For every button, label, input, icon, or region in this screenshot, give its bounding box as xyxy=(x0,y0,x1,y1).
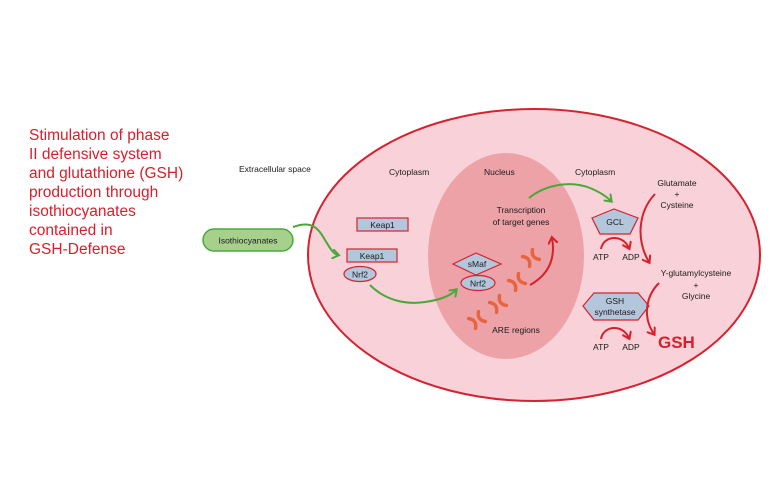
label-transcription-line1: Transcription xyxy=(497,205,546,215)
label-atp-2: ATP xyxy=(593,342,609,352)
gsh-synthetase-enzyme: GSH synthetase xyxy=(582,292,650,321)
gcl-enzyme: GCL xyxy=(591,208,639,235)
label-nucleus: Nucleus xyxy=(484,167,515,177)
nrf2-cytoplasm: Nrf2 xyxy=(343,265,377,283)
label-are-regions: ARE regions xyxy=(492,325,540,335)
chromosome-icon xyxy=(466,247,542,331)
label-atp-1: ATP xyxy=(593,252,609,262)
nrf2-nucleus: Nrf2 xyxy=(460,274,496,292)
smaf-node: sMaf xyxy=(451,252,503,276)
arrow-isothiocyanates-to-keap1 xyxy=(292,223,338,255)
title-line: production through xyxy=(29,184,159,201)
arrow-glutamylcysteine-to-gsh xyxy=(646,282,660,334)
label-transcription-line2: of target genes xyxy=(493,217,550,227)
smaf-label: sMaf xyxy=(468,259,487,269)
arrow-glutamate-to-glutamylcysteine xyxy=(639,193,656,262)
keap1-free: Keap1 xyxy=(356,217,409,232)
isothiocyanates-node: Isothiocyanates xyxy=(202,228,294,252)
arrow-transcription-to-gcl xyxy=(528,183,611,201)
label-extracellular-space: Extracellular space xyxy=(239,164,311,174)
isothiocyanates-label: Isothiocyanates xyxy=(218,236,277,246)
nrf2-nucleus-label: Nrf2 xyxy=(470,279,486,289)
label-plus-2: + xyxy=(694,280,699,290)
keap1-bound-label: Keap1 xyxy=(360,251,385,261)
figure-title: Stimulation of phase II defensive system… xyxy=(29,126,229,259)
label-glycine: Glycine xyxy=(682,291,711,301)
keap1-free-label: Keap1 xyxy=(370,220,395,230)
gsh-synthetase-label-line2: synthetase xyxy=(594,307,635,317)
keap1-bound: Keap1 xyxy=(346,248,398,263)
arrow-atp-adp-2 xyxy=(600,327,629,339)
label-glutamylcysteine: Y-glutamylcysteine xyxy=(661,268,732,278)
label-cytoplasm-left: Cytoplasm xyxy=(389,167,429,177)
arrow-nrf2-to-nucleus xyxy=(369,284,456,304)
label-adp-1: ADP xyxy=(622,252,640,262)
title-line: contained in xyxy=(29,222,113,239)
label-glutamate: Glutamate xyxy=(657,178,696,188)
label-adp-2: ADP xyxy=(622,342,640,352)
title-line: II defensive system xyxy=(29,146,162,163)
title-line: isothiocyanates xyxy=(29,203,136,220)
gcl-label: GCL xyxy=(606,217,624,227)
label-plus-1: + xyxy=(675,189,680,199)
label-cysteine: Cysteine xyxy=(660,200,693,210)
nrf2-cytoplasm-label: Nrf2 xyxy=(352,270,368,280)
nucleus xyxy=(428,153,584,359)
gsh-synthetase-label-line1: GSH xyxy=(606,296,624,306)
label-gsh-product: GSH xyxy=(658,333,695,352)
arrow-are-to-transcription xyxy=(529,238,553,286)
title-line: and glutathione (GSH) xyxy=(29,165,184,182)
label-cytoplasm-right: Cytoplasm xyxy=(575,167,615,177)
title-line: GSH-Defense xyxy=(29,241,126,258)
arrow-atp-adp-1 xyxy=(600,237,629,249)
title-line: Stimulation of phase xyxy=(29,127,170,144)
